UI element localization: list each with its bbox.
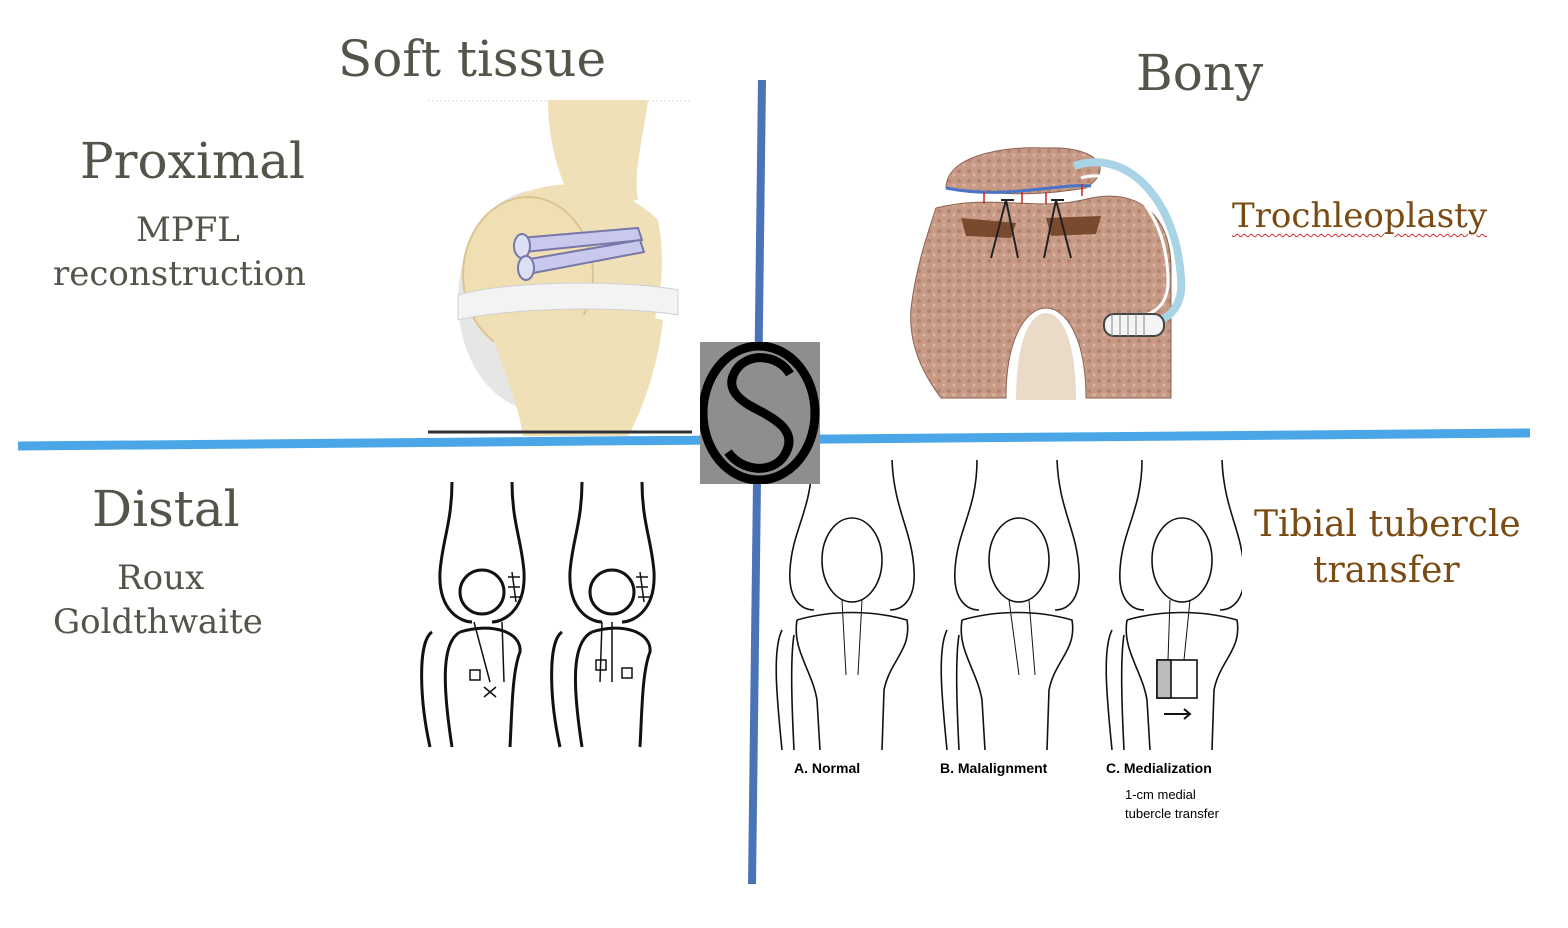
column-header-bony: Bony bbox=[1136, 44, 1264, 102]
knee-sketch-left bbox=[420, 482, 526, 748]
column-header-soft-tissue: Soft tissue bbox=[338, 30, 607, 88]
knee-drawing-normal bbox=[775, 460, 915, 750]
tibial-tubercle-label: Tibial tubercle bbox=[1254, 504, 1521, 545]
knee-drawing-malalignment bbox=[940, 460, 1080, 750]
caption-malalignment: B. Malalignment bbox=[940, 760, 1048, 776]
knee-sketch-right bbox=[550, 482, 656, 748]
transfer-label: transfer bbox=[1313, 550, 1460, 591]
row-header-distal: Distal bbox=[92, 480, 240, 538]
reconstruction-label: reconstruction bbox=[53, 254, 306, 294]
trochleoplasty-label: Trochleoplasty bbox=[1232, 196, 1488, 236]
mpfl-label: MPFL bbox=[136, 210, 240, 250]
caption-medialization: C. Medialization bbox=[1106, 760, 1212, 776]
trochleoplasty-illustration bbox=[910, 147, 1186, 400]
tibial-tubercle-illustration bbox=[775, 460, 1242, 750]
roux-label: Roux bbox=[117, 558, 205, 598]
goldthwaite-label: Goldthwaite bbox=[53, 602, 263, 642]
roux-goldthwaite-illustration bbox=[420, 482, 656, 748]
knee-drawing-medialization bbox=[1105, 460, 1242, 750]
tubercle-note-line2: tubercle transfer bbox=[1125, 806, 1219, 821]
row-header-proximal: Proximal bbox=[80, 132, 306, 190]
tubercle-note-line1: 1-cm medial bbox=[1125, 787, 1196, 802]
caption-normal: A. Normal bbox=[794, 760, 861, 776]
mpfl-knee-illustration bbox=[428, 100, 692, 436]
os-monogram-logo bbox=[700, 342, 820, 484]
